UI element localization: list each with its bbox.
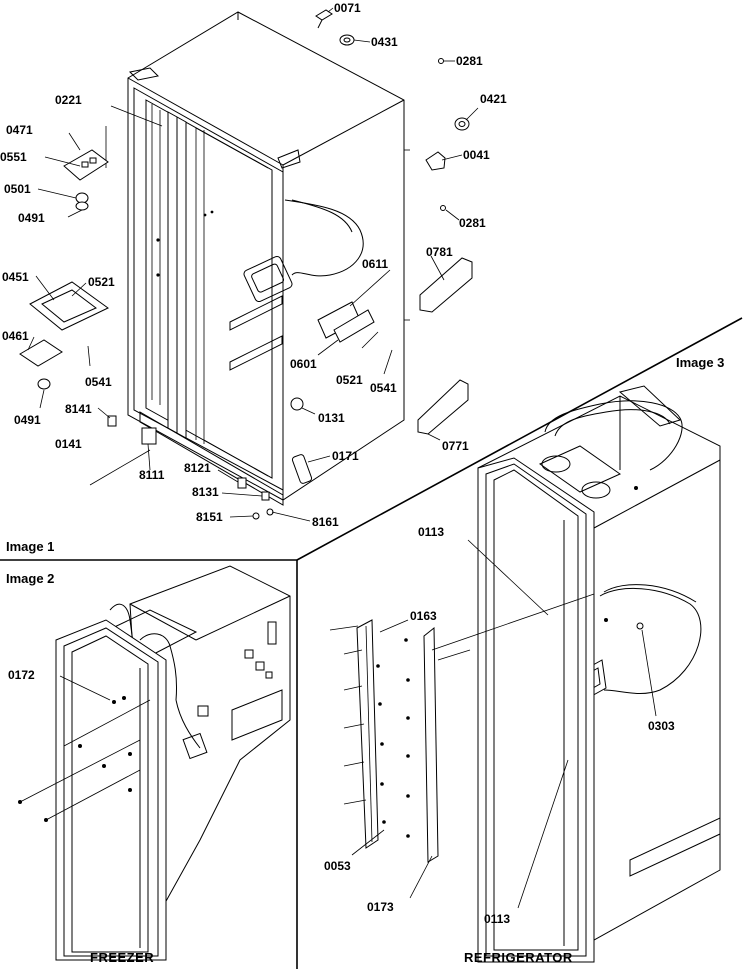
callout-0521-right: 0521 bbox=[336, 373, 363, 387]
callout-0113-bottom: 0113 bbox=[484, 912, 510, 926]
callout-0451: 0451 bbox=[2, 270, 29, 284]
image2-tag: Image 2 bbox=[6, 571, 54, 586]
image2-labels: 0172 FREEZER bbox=[8, 668, 154, 965]
image2-freezer: Image 2 bbox=[6, 565, 291, 961]
callout-0113-top: 0113 bbox=[418, 525, 444, 539]
image1-small-parts bbox=[19, 9, 473, 520]
callout-0171: 0171 bbox=[332, 449, 359, 463]
refrigerator-caption: REFRIGERATOR bbox=[464, 950, 573, 965]
image3-refrigerator: Image 3 bbox=[329, 355, 724, 963]
callout-0471: 0471 bbox=[6, 123, 33, 137]
image1-labels: 0071 0431 0281 0421 0041 0281 0781 0611 … bbox=[0, 1, 507, 554]
callout-8111: 8111 bbox=[139, 468, 165, 482]
callout-0521-left: 0521 bbox=[88, 275, 115, 289]
callout-0141: 0141 bbox=[55, 437, 82, 451]
callout-0611: 0611 bbox=[362, 257, 388, 271]
callout-0071: 0071 bbox=[334, 1, 361, 15]
callout-0131: 0131 bbox=[318, 411, 345, 425]
callout-0501: 0501 bbox=[4, 182, 31, 196]
callout-0172: 0172 bbox=[8, 668, 35, 682]
callout-8121: 8121 bbox=[184, 461, 211, 475]
callout-0491-bottom: 0491 bbox=[14, 413, 41, 427]
callout-0163: 0163 bbox=[410, 609, 437, 623]
callout-0173: 0173 bbox=[367, 900, 394, 914]
callout-8141: 8141 bbox=[65, 402, 92, 416]
callout-0771: 0771 bbox=[442, 439, 469, 453]
callout-0491-top: 0491 bbox=[18, 211, 45, 225]
image3-labels: 0113 0163 0303 0053 0173 0113 REFRIGERAT… bbox=[324, 525, 675, 965]
callout-0781: 0781 bbox=[426, 245, 453, 259]
callout-8151: 8151 bbox=[196, 510, 223, 524]
image3-tag: Image 3 bbox=[676, 355, 724, 370]
freezer-caption: FREEZER bbox=[90, 950, 154, 965]
callout-0601: 0601 bbox=[290, 357, 317, 371]
callout-0461: 0461 bbox=[2, 329, 29, 343]
callout-0551: 0551 bbox=[0, 150, 27, 164]
image1-tag: Image 1 bbox=[6, 539, 54, 554]
panel-dividers bbox=[0, 317, 743, 969]
callout-0221: 0221 bbox=[55, 93, 82, 107]
callout-0541-right: 0541 bbox=[370, 381, 397, 395]
callout-0041: 0041 bbox=[463, 148, 490, 162]
image1-cabinet bbox=[127, 11, 410, 506]
image1-leaders bbox=[27, 7, 479, 522]
callout-0421: 0421 bbox=[480, 92, 507, 106]
callout-0303: 0303 bbox=[648, 719, 675, 733]
callout-0281-top: 0281 bbox=[456, 54, 483, 68]
callout-0541-left: 0541 bbox=[85, 375, 112, 389]
callout-8131: 8131 bbox=[192, 485, 219, 499]
callout-0053: 0053 bbox=[324, 859, 351, 873]
callout-0431: 0431 bbox=[371, 35, 398, 49]
callout-0281-mid: 0281 bbox=[459, 216, 486, 230]
callout-8161: 8161 bbox=[312, 515, 339, 529]
